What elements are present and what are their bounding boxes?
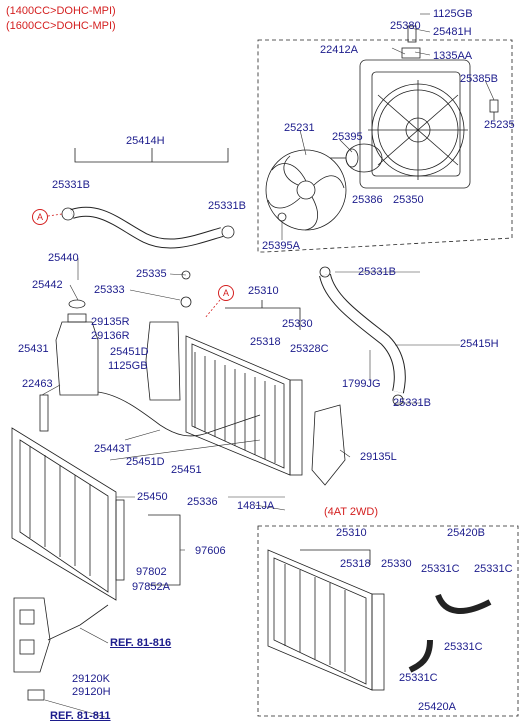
part-label: 29120H — [72, 686, 111, 698]
part-label: 25335 — [136, 268, 167, 280]
part-label: 25431 — [18, 343, 49, 355]
part-label: 25331B — [358, 266, 396, 278]
part-label: 25440 — [48, 252, 79, 264]
inset-title: (4AT 2WD) — [324, 506, 378, 518]
part-label: 25318 — [340, 558, 371, 570]
part-label: 25310 — [336, 527, 367, 539]
part-label: 25420B — [447, 527, 485, 539]
part-label: 25336 — [187, 496, 218, 508]
part-label: 25451D — [110, 346, 149, 358]
part-label: 25331C — [399, 672, 438, 684]
fan-motor — [330, 143, 383, 173]
fan-shroud — [359, 59, 471, 189]
part-label: 97852A — [132, 581, 170, 593]
part-label: 25331B — [393, 397, 431, 409]
part-label: 25380 — [390, 20, 421, 32]
part-label: 29135R — [91, 316, 130, 328]
part-label: 25385B — [460, 73, 498, 85]
part-label: 25330 — [282, 318, 313, 330]
variant-label-1600cc: (1600CC>DOHC-MPI) — [6, 20, 116, 32]
part-label: 1125GB — [108, 360, 148, 372]
part-label: 25235 — [484, 119, 515, 131]
part-label: 25420A — [418, 701, 456, 713]
part-label: 25333 — [94, 284, 125, 296]
variant-label-1400cc: (1400CC>DOHC-MPI) — [6, 5, 116, 17]
reference-link-81-816[interactable]: REF. 81-816 — [110, 637, 172, 649]
part-label: 25415H — [460, 338, 499, 350]
part-label: 1481JA — [237, 500, 275, 512]
fan-assembly-box — [257, 39, 513, 253]
part-label: 97802 — [136, 566, 167, 578]
part-label: 25318 — [250, 336, 281, 348]
part-label: 25328C — [290, 343, 329, 355]
part-label: 22463 — [22, 378, 53, 390]
part-label: 29136R — [91, 330, 130, 342]
part-label: 25330 — [381, 558, 412, 570]
part-label: 29120K — [72, 673, 110, 685]
part-label: 25395A — [262, 240, 300, 252]
part-label: 25386 — [352, 194, 383, 206]
part-label: 1799JG — [342, 378, 381, 390]
part-label: 25331B — [52, 179, 90, 191]
inset-box — [257, 525, 519, 717]
callout-a-right: A — [218, 285, 234, 301]
part-label: 25481H — [433, 26, 472, 38]
part-label: 25442 — [32, 279, 63, 291]
part-label: 29135L — [360, 451, 397, 463]
part-label: 25350 — [393, 194, 424, 206]
part-label: 22412A — [320, 44, 358, 56]
reservoir-tank — [55, 299, 99, 396]
part-label: 25331C — [444, 641, 483, 653]
upper-hose — [61, 206, 235, 249]
part-label: 1335AA — [433, 50, 473, 62]
inset-radiator — [267, 549, 385, 691]
part-label: 25450 — [137, 491, 168, 503]
part-label: 25451D — [126, 456, 165, 468]
lower-bracket — [13, 597, 109, 701]
callout-a-left: A — [32, 209, 48, 225]
condenser — [11, 394, 117, 601]
reference-link-81-811[interactable]: REF. 81-811 — [50, 710, 111, 722]
part-label: 1125GB — [433, 8, 473, 20]
part-label: 25331C — [474, 563, 513, 575]
lower-hose — [319, 266, 406, 406]
part-label: 25310 — [248, 285, 279, 297]
part-label: 97606 — [195, 545, 226, 557]
part-label: 25414H — [126, 135, 165, 147]
main-radiator — [185, 335, 303, 476]
part-label: 25395 — [332, 131, 363, 143]
part-label: 25331B — [208, 200, 246, 212]
fan-blade — [265, 149, 347, 231]
part-label: 25231 — [284, 122, 315, 134]
part-label: 25451 — [171, 464, 202, 476]
part-label: 25331C — [421, 563, 460, 575]
part-label: 25443T — [94, 443, 132, 455]
